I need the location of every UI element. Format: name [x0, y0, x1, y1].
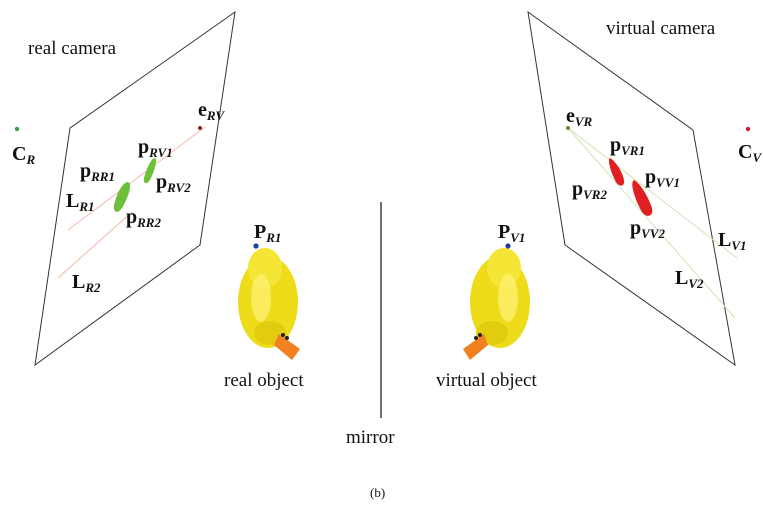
real-camera-label: real camera: [28, 38, 117, 59]
real-blob-rv: [143, 158, 157, 184]
real-object-point: [253, 243, 259, 249]
virtual-image-plane: [527, 10, 736, 367]
virtual-object-label: virtual object: [436, 370, 537, 391]
virtual-epipolar-line-2: [567, 127, 736, 319]
label-p-rr2: pRR2: [126, 206, 161, 230]
label-p-r1: PR1: [254, 221, 281, 245]
virtual-blob-vv: [632, 180, 653, 216]
real-blob-rr: [113, 182, 131, 212]
figure-caption: (b): [370, 485, 385, 500]
virtual-blob-vr: [608, 158, 625, 186]
virtual-camera-label: virtual camera: [606, 18, 716, 39]
label-l-v1: LV1: [718, 229, 747, 253]
label-p-v1: PV1: [498, 221, 525, 245]
real-epipole-point: [198, 126, 202, 130]
virtual-camera-center-point: [745, 126, 751, 132]
label-l-v2: LV2: [675, 267, 704, 291]
label-p-vr2: pVR2: [572, 178, 607, 202]
label-c-r: CR: [12, 143, 35, 167]
mirror-label: mirror: [346, 427, 395, 448]
label-c-v: CV: [738, 141, 762, 165]
real-epipolar-line-1: [67, 126, 206, 231]
virtual-epipole-point: [566, 126, 570, 130]
label-e-vr: eVR: [566, 105, 593, 129]
real-image-plane: [34, 10, 236, 367]
label-p-vv1: pVV1: [645, 166, 680, 190]
real-object-label: real object: [224, 370, 304, 391]
virtual-camera-group: [527, 10, 751, 367]
real-duck-icon: [238, 248, 300, 360]
label-p-rv1: pRV1: [138, 136, 173, 160]
label-p-vv2: pVV2: [630, 217, 665, 241]
label-e-rv: eRV: [198, 99, 225, 123]
label-p-vr1: pVR1: [610, 134, 645, 158]
label-l-r2: LR2: [72, 271, 101, 295]
virtual-object-point: [505, 243, 511, 249]
label-p-rv2: pRV2: [156, 171, 191, 195]
real-camera-group: [14, 10, 236, 367]
label-p-rr1: pRR1: [80, 160, 115, 184]
virtual-duck-icon: [463, 248, 530, 360]
real-camera-center-point: [14, 126, 20, 132]
virtual-epipolar-line-1: [567, 127, 738, 259]
real-epipolar-line-2: [57, 211, 133, 279]
label-l-r1: LR1: [66, 190, 95, 214]
